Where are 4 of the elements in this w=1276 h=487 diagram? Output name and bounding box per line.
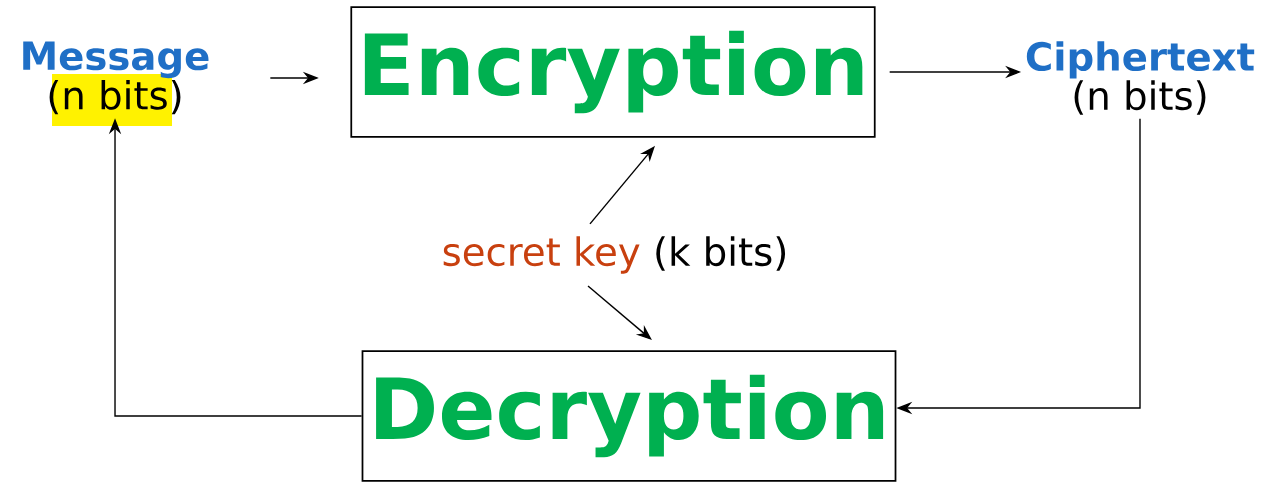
process-box: Decryption: [361, 350, 897, 482]
key-label: secret key (k bits): [443, 236, 786, 274]
text-label: Ciphertext (n bits): [1026, 41, 1255, 115]
process-box: Encryption: [350, 6, 876, 138]
